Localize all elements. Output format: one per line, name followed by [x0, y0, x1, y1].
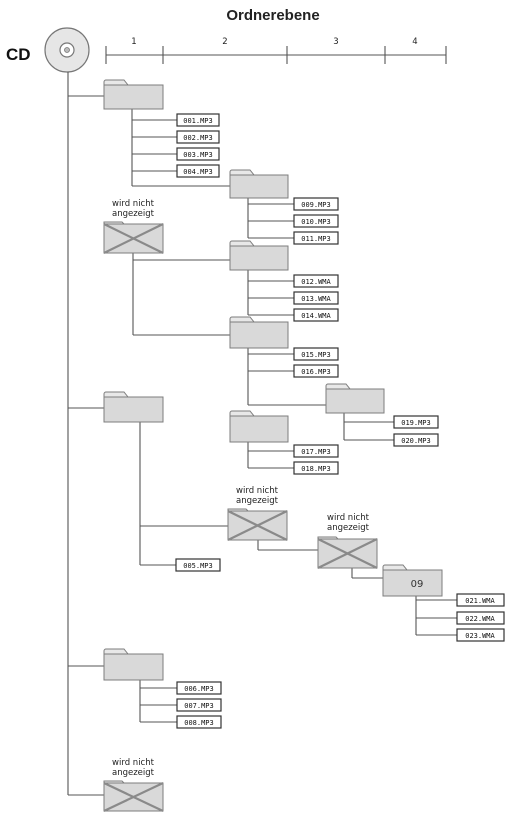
file-box: 023.WMA [456, 628, 505, 642]
file-box: 019.MP3 [393, 415, 439, 429]
file-label: 001.MP3 [183, 117, 213, 125]
level-label-4: 4 [412, 37, 417, 47]
level-ruler: 1 2 3 4 [105, 37, 447, 64]
file-box: 009.MP3 [293, 197, 339, 211]
file-box: 010.MP3 [293, 214, 339, 228]
file-box: 008.MP3 [176, 715, 222, 729]
cd-disc-icon [44, 27, 90, 73]
file-label: 010.MP3 [301, 218, 331, 226]
file-label: 019.MP3 [401, 419, 431, 427]
root-label: CD [6, 45, 31, 64]
file-box: 021.WMA [456, 593, 505, 607]
hidden-note-line1: wird nicht [112, 199, 155, 209]
file-label: 015.MP3 [301, 351, 331, 359]
folder-icon [229, 169, 289, 199]
hidden-note-line2: angezeigt [327, 523, 370, 533]
file-label: 009.MP3 [301, 201, 331, 209]
file-box: 006.MP3 [176, 681, 222, 695]
file-label: 023.WMA [465, 632, 495, 640]
file-label: 018.MP3 [301, 465, 331, 473]
folder-icon [103, 648, 164, 681]
file-box: 018.MP3 [293, 461, 339, 475]
file-label: 020.MP3 [401, 437, 431, 445]
hidden-note-line2: angezeigt [112, 768, 155, 778]
file-label: 007.MP3 [184, 702, 214, 710]
file-box: 004.MP3 [176, 164, 220, 178]
diagram-title: Ordnerebene [226, 7, 319, 24]
hidden-note-line1: wird nicht [236, 486, 279, 496]
file-box: 002.MP3 [176, 130, 220, 144]
folder-icon [229, 240, 289, 271]
file-label: 008.MP3 [184, 719, 214, 727]
level-label-3: 3 [333, 37, 338, 47]
file-box: 013.WMA [293, 291, 339, 305]
hidden-folder-icon: wird nicht angezeigt [103, 199, 164, 254]
folder-icon [103, 391, 164, 423]
file-box: 012.WMA [293, 274, 339, 288]
level-label-1: 1 [131, 37, 136, 47]
hidden-folder-icon: wird nicht angezeigt [103, 758, 164, 812]
file-label: 021.WMA [465, 597, 495, 605]
file-label: 003.MP3 [183, 151, 213, 159]
file-box: 020.MP3 [393, 433, 439, 447]
file-box: 014.WMA [293, 308, 339, 322]
file-label: 012.WMA [301, 278, 331, 286]
file-box: 011.MP3 [293, 231, 339, 245]
hidden-folder-icon: wird nicht angezeigt [227, 486, 288, 541]
folder-icon [229, 410, 289, 443]
level-label-2: 2 [222, 37, 227, 47]
file-label: 022.WMA [465, 615, 495, 623]
file-box: 005.MP3 [175, 558, 221, 572]
file-label: 005.MP3 [183, 562, 213, 570]
hidden-note-line2: angezeigt [236, 496, 279, 506]
file-box: 001.MP3 [176, 113, 220, 127]
folder-icon [325, 383, 385, 414]
file-label: 006.MP3 [184, 685, 214, 693]
file-label: 016.MP3 [301, 368, 331, 376]
file-label: 017.MP3 [301, 448, 331, 456]
file-box: 003.MP3 [176, 147, 220, 161]
file-label: 011.MP3 [301, 235, 331, 243]
file-label: 013.WMA [301, 295, 331, 303]
folder-icon [103, 79, 164, 110]
file-label: 002.MP3 [183, 134, 213, 142]
file-box: 017.MP3 [293, 444, 339, 458]
folder-09-icon: 09 [382, 564, 443, 597]
file-label: 004.MP3 [183, 168, 213, 176]
file-box: 016.MP3 [293, 364, 339, 378]
file-label: 014.WMA [301, 312, 331, 320]
file-box: 022.WMA [456, 611, 505, 625]
folder-icon [229, 316, 289, 349]
hidden-note-line1: wird nicht [112, 758, 155, 768]
hidden-folder-icon: wird nicht angezeigt [317, 513, 378, 569]
hidden-note-line2: angezeigt [112, 209, 155, 219]
file-box: 015.MP3 [293, 347, 339, 361]
file-box: 007.MP3 [176, 698, 222, 712]
folder-09-label: 09 [411, 579, 424, 590]
connector-lines [67, 72, 457, 796]
hidden-note-line1: wird nicht [327, 513, 370, 523]
